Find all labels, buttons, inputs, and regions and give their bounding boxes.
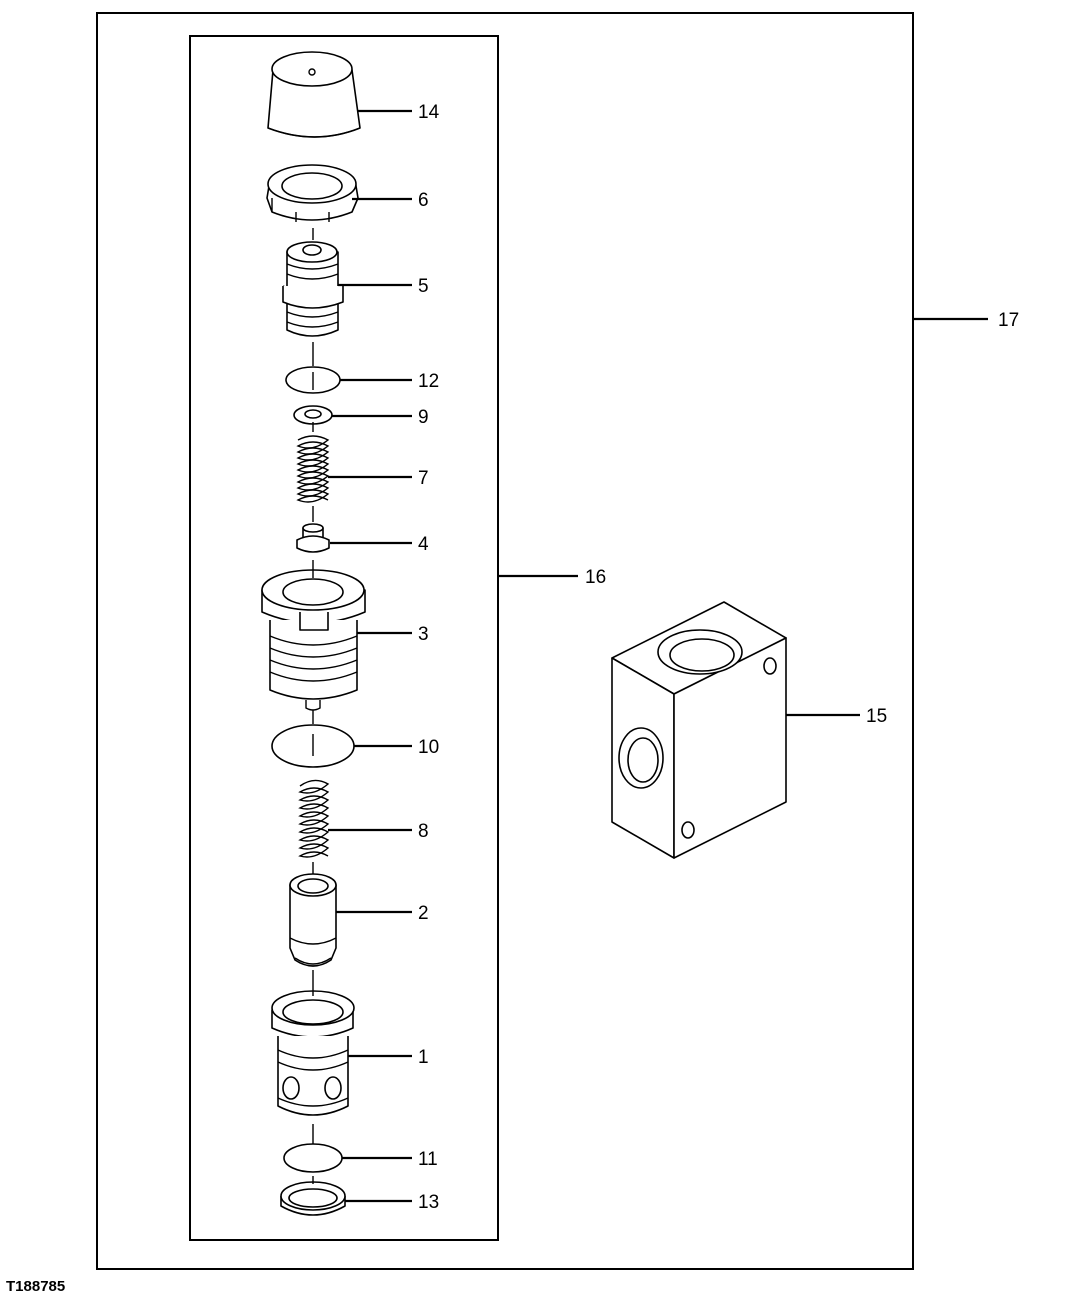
callout-12: 12 bbox=[418, 371, 439, 392]
callout-6: 6 bbox=[418, 190, 429, 211]
figure-id: T188785 bbox=[6, 1278, 65, 1295]
part-9-washer bbox=[293, 405, 333, 425]
callout-1: 1 bbox=[418, 1047, 429, 1068]
callout-9: 9 bbox=[418, 407, 429, 428]
callout-11: 11 bbox=[418, 1149, 438, 1170]
callout-15: 15 bbox=[866, 706, 887, 727]
callout-16: 16 bbox=[585, 567, 606, 588]
part-3-valve-body bbox=[261, 569, 366, 711]
callout-17: 17 bbox=[998, 310, 1019, 331]
callout-7: 7 bbox=[418, 468, 429, 489]
callout-14: 14 bbox=[418, 102, 440, 123]
callout-10: 10 bbox=[418, 737, 439, 758]
callout-4: 4 bbox=[418, 534, 429, 555]
callout-3: 3 bbox=[418, 624, 429, 645]
part-13-backup-ring bbox=[280, 1181, 346, 1216]
leader-lines bbox=[328, 109, 988, 1203]
outer-assembly-frame bbox=[96, 12, 914, 1270]
part-1-sleeve bbox=[271, 990, 355, 1116]
inner-cartridge-frame bbox=[189, 35, 499, 1241]
part-11-o-ring bbox=[283, 1143, 343, 1173]
part-15-manifold-block bbox=[611, 601, 787, 859]
callout-13: 13 bbox=[418, 1192, 439, 1213]
part-5-adjuster bbox=[282, 241, 344, 337]
part-6-hex-nut bbox=[266, 164, 359, 222]
callout-2: 2 bbox=[418, 903, 429, 924]
part-8-spring bbox=[298, 779, 330, 858]
part-4-poppet bbox=[296, 523, 330, 553]
part-7-spring bbox=[296, 435, 330, 503]
callout-5: 5 bbox=[418, 276, 429, 297]
part-14-cap bbox=[267, 51, 361, 138]
callout-8: 8 bbox=[418, 821, 429, 842]
part-2-piston bbox=[289, 873, 337, 967]
